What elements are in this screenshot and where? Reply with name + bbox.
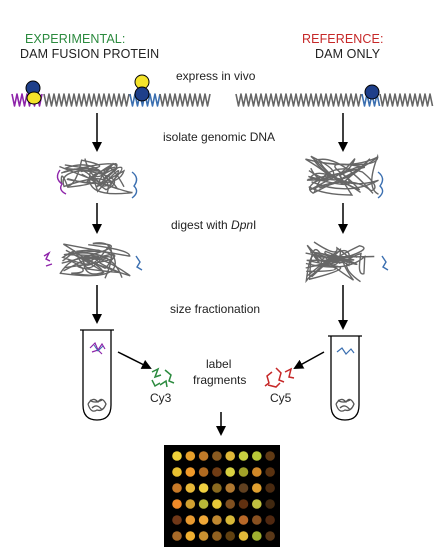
- microarray-spot: [265, 467, 275, 477]
- reference-digested-dna-tangle: [305, 241, 389, 284]
- microarray-spot: [172, 499, 182, 509]
- microarray-spot: [225, 531, 235, 541]
- microarray-spot: [198, 467, 209, 477]
- step-isolate: isolate genomic DNA: [163, 130, 276, 144]
- reference-title: REFERENCE:: [302, 32, 384, 46]
- experimental-subtitle: DAM FUSION PROTEIN: [20, 47, 160, 61]
- microarray-spot: [198, 531, 209, 541]
- reference-dna-strand: [235, 93, 434, 107]
- microarray-spot: [212, 451, 222, 461]
- microarray-spot: [212, 499, 222, 509]
- microarray-spot: [185, 483, 196, 493]
- arrow-to-cy5: [293, 351, 325, 369]
- microarray-spot: [251, 499, 262, 509]
- microarray-spot: [265, 515, 275, 525]
- dam-fusion-protein-right: [134, 74, 150, 102]
- experimental-tube: [80, 329, 114, 421]
- microarray-spot: [238, 483, 249, 493]
- microarray-spot: [238, 515, 249, 525]
- experimental-digested-dna-tangle: [43, 242, 143, 279]
- microarray-spot: [185, 531, 196, 541]
- step-digest-enzyme: Dpn: [231, 218, 254, 232]
- microarray-spot: [198, 451, 209, 461]
- microarray-spot: [238, 499, 249, 509]
- microarray-spot: [251, 515, 262, 525]
- microarray-spot: [265, 499, 275, 509]
- microarray-spot: [185, 499, 196, 509]
- microarray-spot: [185, 515, 196, 525]
- microarray-spot: [225, 467, 235, 477]
- step-label-line1: label: [206, 357, 232, 371]
- cy3-label: Cy3: [150, 391, 172, 405]
- microarray-spot: [238, 451, 249, 461]
- microarray-spot: [225, 515, 235, 525]
- reference-tube: [328, 335, 362, 421]
- microarray-spot: [251, 451, 262, 461]
- step-label-line2: fragments: [193, 373, 247, 387]
- microarray-spot: [172, 531, 182, 541]
- step-size: size fractionation: [170, 302, 261, 316]
- arrow-to-cy3: [117, 351, 152, 369]
- microarray-spot: [265, 483, 275, 493]
- step-digest-prefix: digest with: [171, 218, 232, 232]
- reference-subtitle: DAM ONLY: [315, 47, 381, 61]
- microarray-spot: [265, 451, 275, 461]
- microarray-spot: [172, 467, 182, 477]
- microarray-spot: [185, 467, 196, 477]
- microarray-spot: [198, 515, 209, 525]
- step-digest: digest with DpnI: [171, 218, 256, 232]
- microarray-spot: [212, 483, 222, 493]
- microarray-spot: [212, 467, 222, 477]
- microarray-spot: [198, 499, 209, 509]
- microarray-spot: [251, 483, 262, 493]
- step-express: express in vivo: [176, 69, 256, 83]
- dam-fusion-protein-left: [25, 80, 42, 105]
- microarray-spot: [172, 451, 182, 461]
- cy5-label: Cy5: [270, 391, 292, 405]
- microarray-spot: [225, 499, 235, 509]
- microarray-spot: [265, 531, 275, 541]
- step-digest-suffix: I: [253, 218, 257, 232]
- experimental-dna-strand: [11, 93, 211, 107]
- cy3-labeled-fragments-icon: [151, 367, 175, 388]
- dam-protein: [364, 84, 380, 100]
- microarray-spot: [212, 515, 222, 525]
- microarray-spot: [172, 515, 182, 525]
- reference-genomic-dna-tangle: [305, 155, 384, 199]
- microarray-spot: [198, 483, 209, 493]
- cy5-labeled-fragments-icon: [264, 367, 295, 388]
- microarray-spot: [251, 467, 262, 477]
- microarray-spot: [238, 467, 249, 477]
- microarray-spot: [212, 531, 222, 541]
- microarray-spot: [172, 483, 182, 493]
- experimental-genomic-dna-tangle: [56, 158, 138, 199]
- experimental-title: EXPERIMENTAL:: [25, 32, 126, 46]
- microarray-spot: [251, 531, 262, 541]
- microarray-spot: [225, 451, 235, 461]
- microarray-spot: [225, 483, 235, 493]
- microarray-spot: [238, 531, 249, 541]
- arrows: [92, 113, 348, 436]
- microarray: [164, 445, 280, 547]
- microarray-spot: [185, 451, 196, 461]
